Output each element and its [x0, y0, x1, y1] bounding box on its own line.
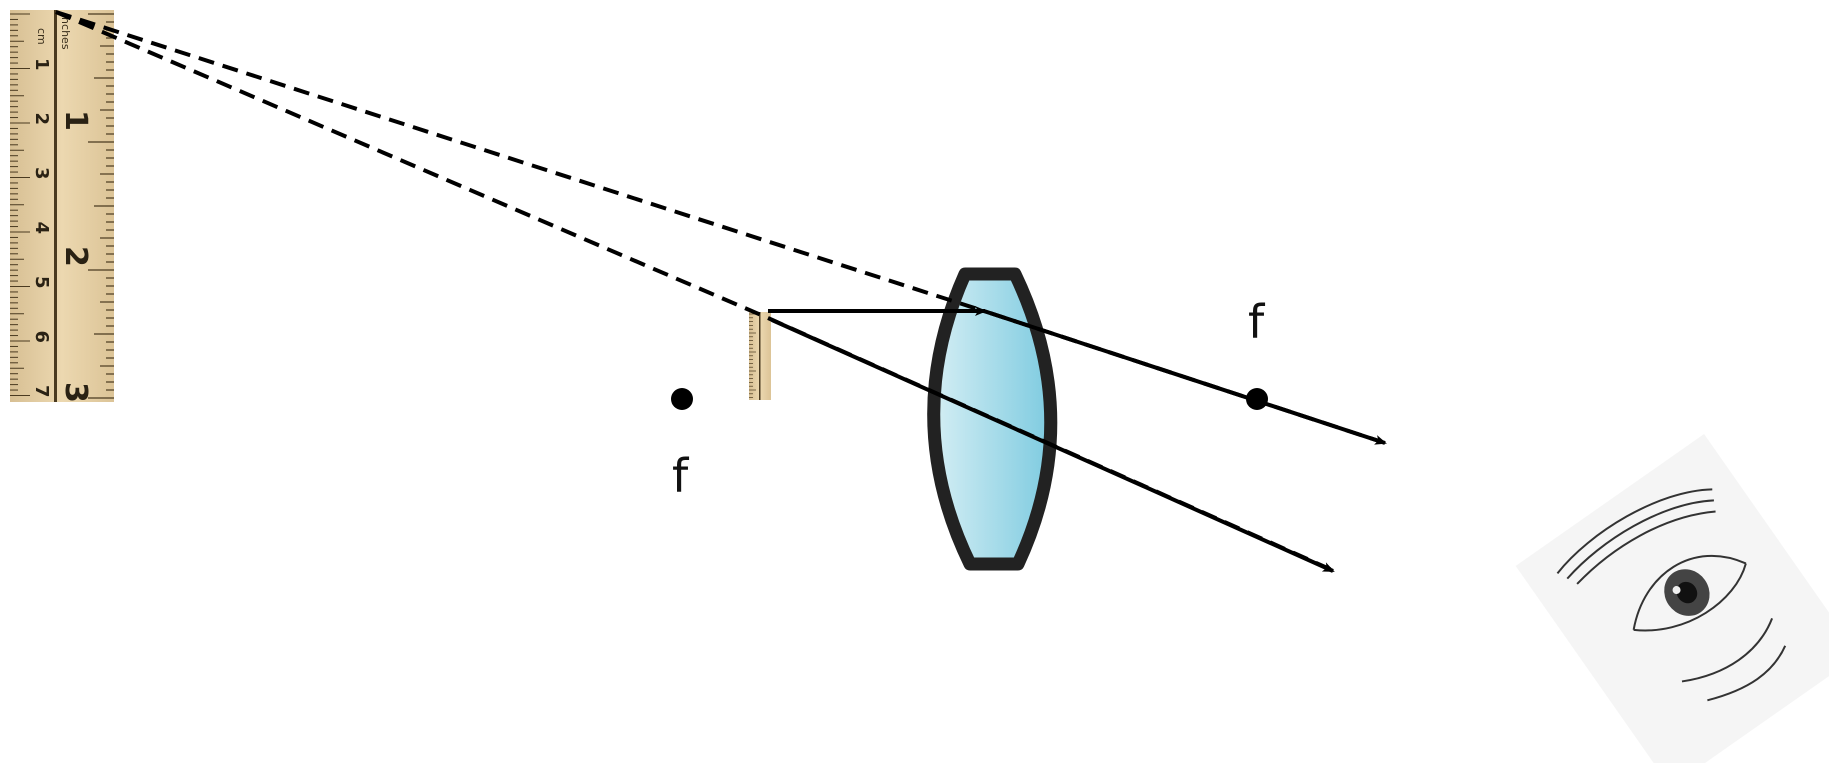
- central-ray: [771, 318, 1335, 573]
- ruler-ticks: [10, 13, 114, 399]
- ruler-unit-inches: inches: [59, 14, 72, 50]
- ruler-cm-number: 1: [31, 58, 52, 71]
- ruler-inch-number: 2: [58, 246, 93, 267]
- refracted-ray-through-focus: [989, 311, 1387, 445]
- focal-point-left: f: [671, 388, 693, 503]
- ruler-inch-number: 1: [58, 110, 93, 131]
- ruler-cm-number: 7: [31, 385, 52, 398]
- eye-sketch: [1515, 434, 1829, 763]
- virtual-ray-upper: [55, 10, 991, 315]
- object-ruler-ticks: [749, 313, 756, 398]
- ruler-cm-numbers: 1 2 3 4 5 6 7: [31, 58, 52, 398]
- ruler-cm-number: 5: [31, 276, 52, 289]
- ruler-cm-number: 4: [31, 222, 52, 235]
- ruler-cm-label-group: cm inches: [35, 14, 72, 50]
- real-rays: [768, 306, 1387, 573]
- focal-label-left: f: [672, 449, 690, 503]
- ruler-inch-numbers: 1 2 3: [58, 110, 93, 403]
- object-ruler: [749, 312, 771, 400]
- virtual-ray-lower: [55, 10, 769, 320]
- virtual-rays: [55, 10, 1383, 572]
- ruler-inch-number: 3: [58, 382, 93, 403]
- ruler-cm-number: 6: [31, 331, 52, 344]
- focal-label-right: f: [1248, 295, 1266, 349]
- ruler-cm-number: 2: [31, 113, 52, 126]
- focal-point-right: f: [1246, 295, 1268, 410]
- ruler-cm-number: 3: [31, 167, 52, 180]
- ruler-unit-cm: cm: [35, 28, 48, 45]
